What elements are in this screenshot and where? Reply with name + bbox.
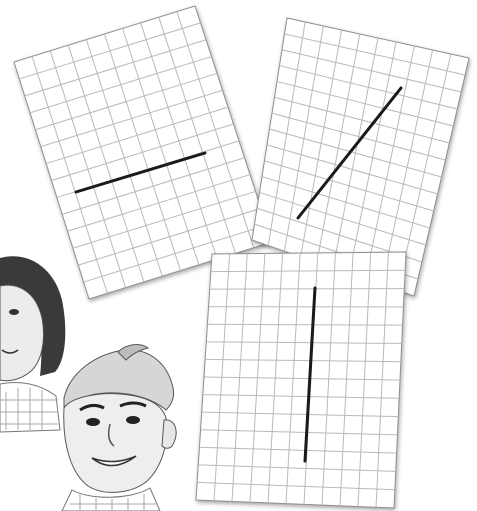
boy-eye-right — [126, 416, 140, 424]
boy-ear — [162, 420, 176, 448]
girl-illustration — [0, 256, 65, 432]
boy-face — [64, 394, 167, 493]
boy-eye-left — [86, 418, 100, 426]
grid-line — [210, 289, 405, 290]
girl-eye — [9, 309, 19, 315]
boy-illustration — [62, 345, 176, 511]
grid-sheet-vertical-segment — [196, 252, 406, 508]
